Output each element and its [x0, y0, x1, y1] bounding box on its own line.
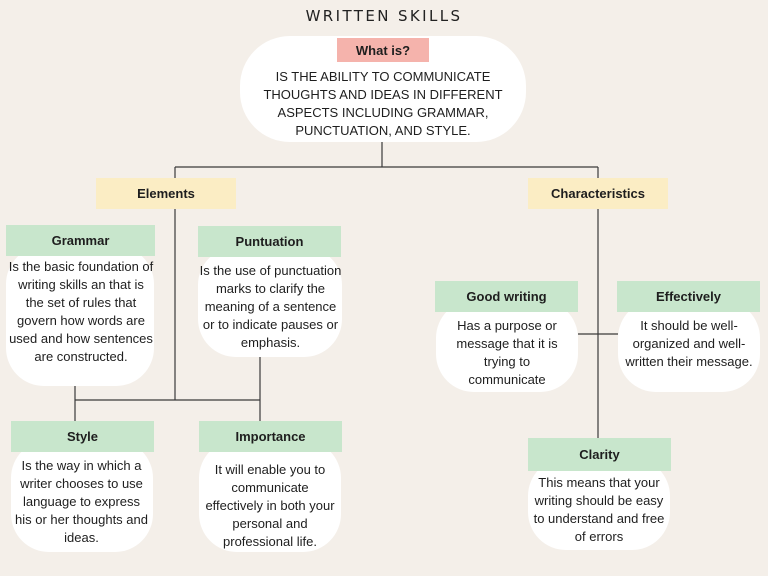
root-definition: IS THE ABILITY TO COMMUNICATE THOUGHTS A…	[263, 69, 503, 138]
diagram-title: WRITTEN SKILLS	[305, 7, 463, 25]
grammar-cloud	[6, 246, 154, 386]
importance-text: It will enable you to communicate effect…	[205, 462, 335, 549]
clarity-cloud	[528, 458, 670, 550]
what-is-label: What is?	[337, 38, 429, 62]
grammar-label: Grammar	[6, 225, 155, 256]
puntuation-text: Is the use of punctuation marks to clari…	[199, 263, 342, 350]
clarity-label: Clarity	[528, 438, 671, 471]
characteristics-label: Characteristics	[528, 178, 668, 209]
importance-label: Importance	[199, 421, 342, 452]
importance-cloud	[199, 440, 341, 552]
effectively-text: It should be well-organized and well-wri…	[625, 318, 753, 369]
elements-label: Elements	[96, 178, 236, 209]
good-writing-label: Good writing	[435, 281, 578, 312]
puntuation-label: Puntuation	[198, 226, 341, 257]
grammar-text: Is the basic foundation of writing skill…	[8, 259, 154, 364]
effectively-cloud	[618, 300, 760, 392]
clarity-text: This means that your writing should be e…	[533, 475, 665, 544]
effectively-label: Effectively	[617, 281, 760, 312]
style-label: Style	[11, 421, 154, 452]
good-writing-text: Has a purpose or message that it is tryi…	[456, 318, 558, 387]
puntuation-cloud	[198, 247, 342, 357]
style-cloud	[11, 440, 153, 552]
good-writing-cloud	[436, 300, 578, 392]
style-text: Is the way in which a writer chooses to …	[15, 458, 148, 545]
